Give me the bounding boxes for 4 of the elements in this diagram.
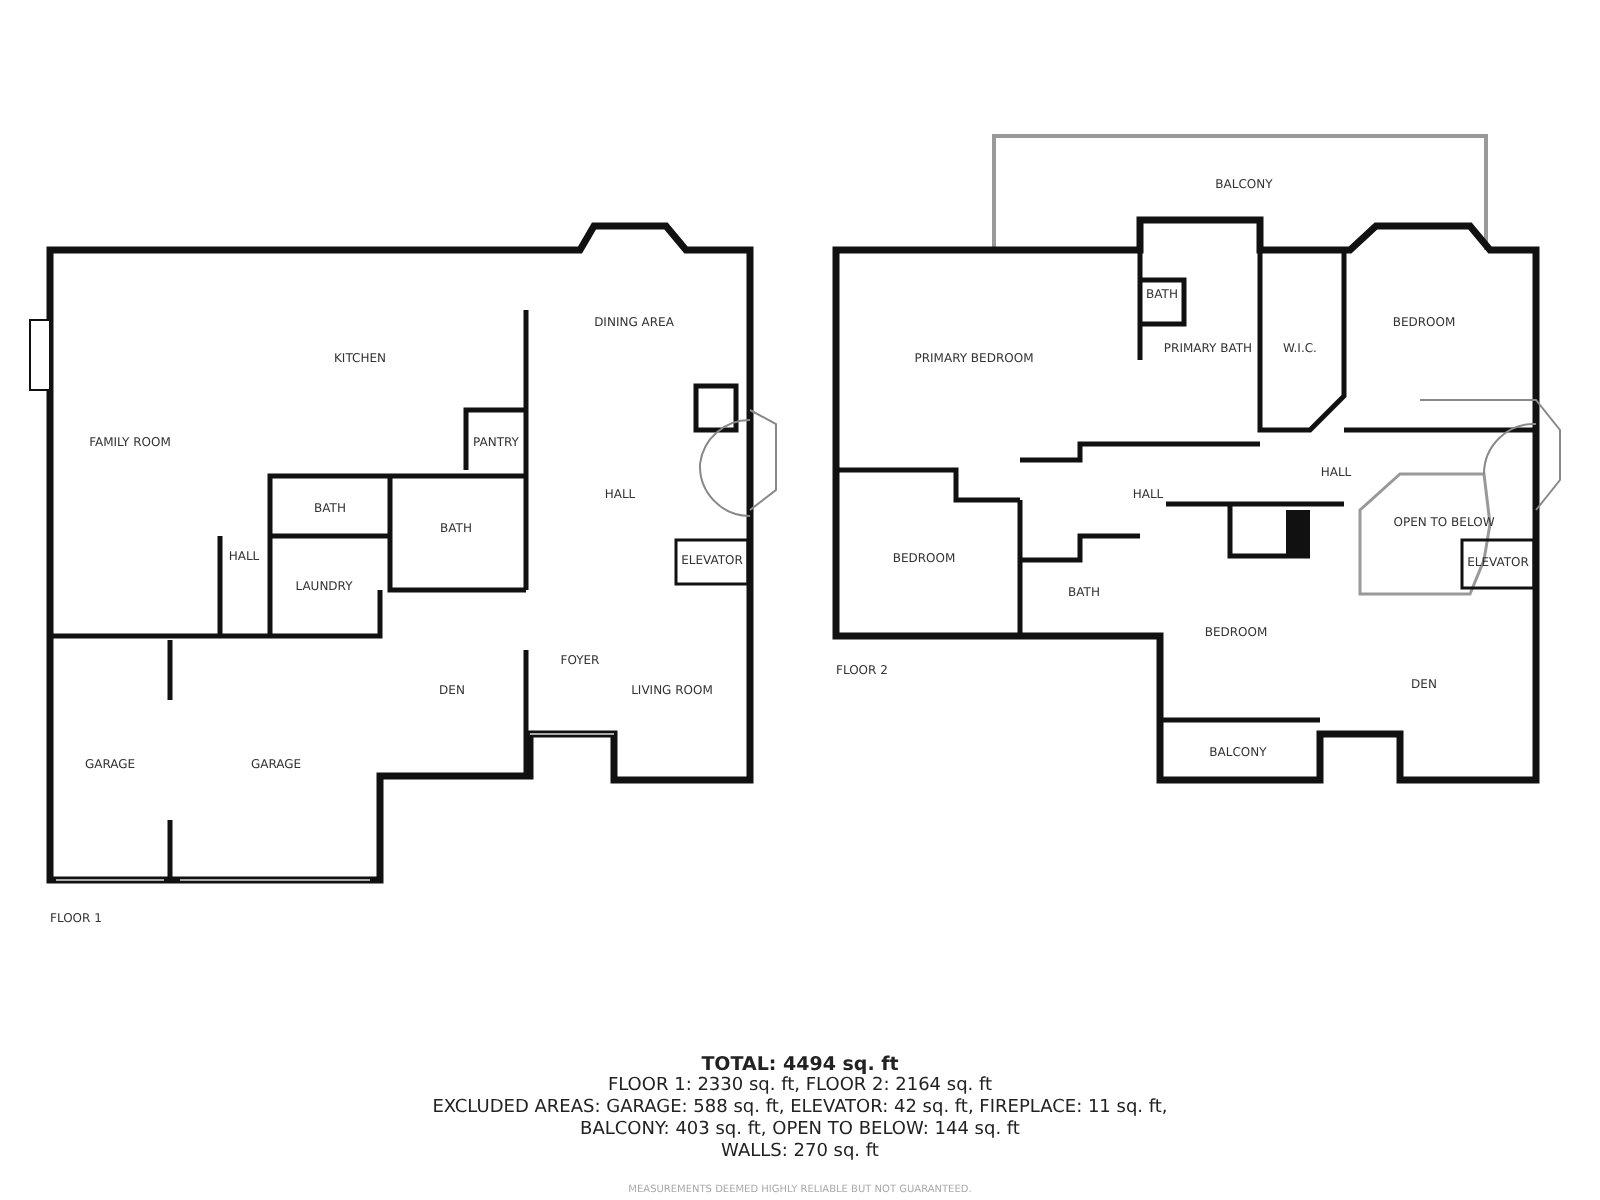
total-area: TOTAL: 4494 sq. ft (701, 1054, 899, 1076)
area-summary: WALLS: 270 sq. ft (719, 1142, 881, 1164)
area-summary: FLOOR 1: 2330 sq. ft, FLOOR 2: 2164 sq. ft (605, 1076, 995, 1098)
area-summary: EXCLUDED AREAS: GARAGE: 588 sq. ft, ELEVATOR: 42 sq. ft, FIREPLACE: 11 sq. ft, BALCONY: 403 sq. ft, OPEN TO BELOW: 144 sq. ft (430, 1098, 1170, 1142)
